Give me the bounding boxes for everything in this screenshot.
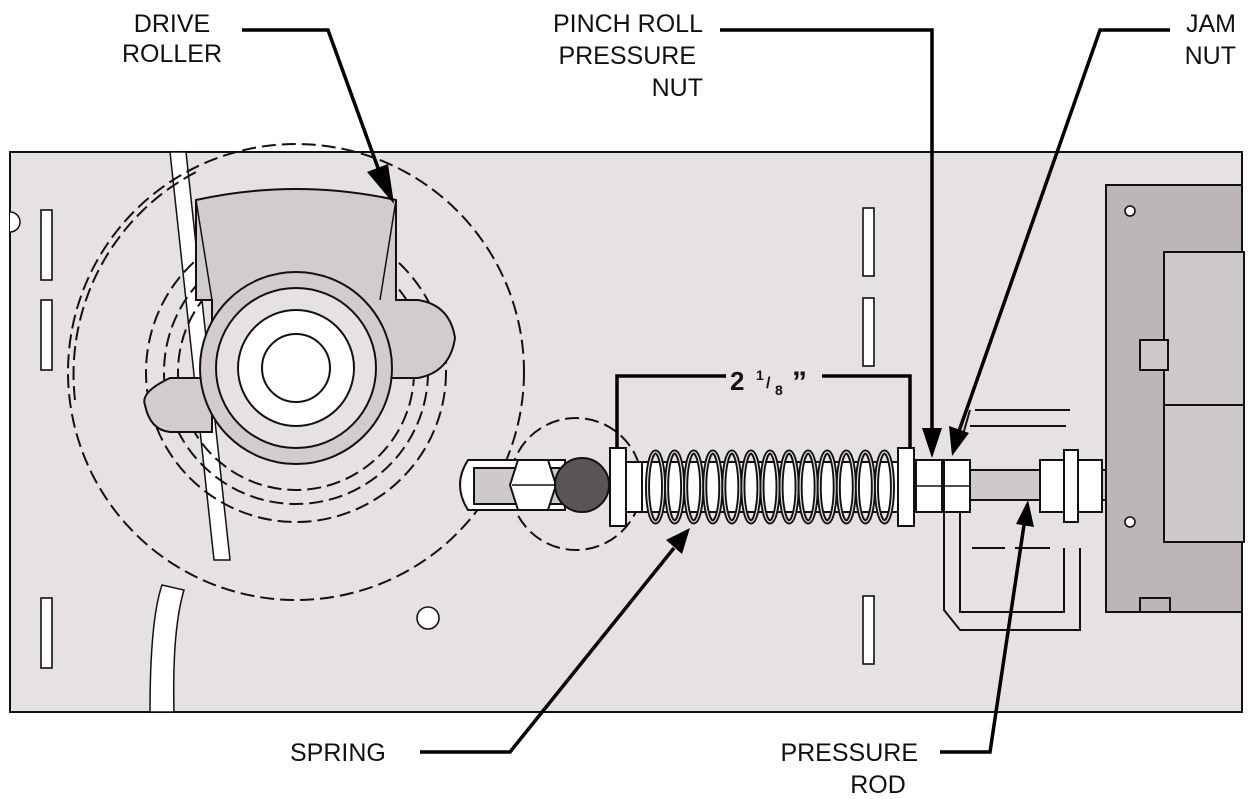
plate-edge-notch [9, 211, 21, 233]
spring-turn-highlight [875, 451, 894, 523]
spring-turn-highlight [837, 451, 855, 523]
label-jam-nut-1: JAM [1186, 10, 1236, 38]
spring-turn-highlight [723, 451, 741, 523]
dimension-unit: ” [792, 366, 807, 399]
spring-turn-highlight [761, 451, 779, 523]
slot [40, 209, 53, 281]
spring-washer-left [609, 447, 627, 527]
pinch-roller [459, 417, 643, 551]
spring-turn-highlight [704, 451, 722, 523]
label-pressure-rod-1: PRESSURE [780, 739, 918, 767]
label-pinch-roll-1: PINCH ROLL [553, 10, 703, 38]
spring-turn-highlight [666, 451, 684, 523]
slot [40, 597, 53, 669]
dimension-whole: 2 [730, 366, 744, 396]
svg-text:/: / [766, 375, 771, 392]
pinch-roll-pressure-nut [915, 459, 943, 513]
hex-nut [1077, 459, 1103, 513]
dimension-line: 2 1 / 8 ” [615, 366, 912, 448]
spring-turn-highlight [685, 451, 703, 523]
callout-labels: DRIVE ROLLER PINCH ROLL PRESSURE NUT JAM… [122, 10, 1236, 799]
bracket [943, 409, 1103, 631]
spring-turn-highlight [818, 451, 836, 523]
drive-roller [67, 143, 525, 601]
spring-washer-right [897, 447, 915, 527]
spring-turn-highlight [742, 451, 760, 523]
spring-assembly [609, 447, 915, 527]
spring-turn-highlight [856, 451, 874, 523]
jam-nut [943, 459, 971, 513]
hex-nut [1039, 459, 1065, 513]
mounting-hole [416, 606, 440, 630]
label-drive-roller-2: ROLLER [122, 40, 222, 68]
slot [862, 595, 875, 665]
spring-turn-highlight [799, 451, 817, 523]
dimension-denominator: 8 [775, 382, 783, 398]
label-pinch-roll-3: NUT [652, 74, 703, 102]
spring-coil [645, 449, 895, 525]
washer [1063, 449, 1079, 523]
label-spring: SPRING [290, 739, 386, 767]
plate-gap-curve [149, 584, 185, 713]
spring-turn-highlight [780, 451, 798, 523]
label-pressure-rod-2: ROD [850, 771, 906, 799]
mounting-slots [40, 207, 875, 669]
label-pinch-roll-2: PRESSURE [558, 42, 696, 70]
slot [862, 207, 875, 277]
dimension-numerator: 1 [756, 367, 764, 383]
label-drive-roller-1: DRIVE [134, 10, 210, 38]
spring-turn-highlight [646, 451, 665, 523]
slot [862, 297, 875, 367]
slot [40, 299, 53, 371]
motor-bracket [1105, 184, 1245, 613]
leader-lines [242, 28, 1170, 754]
label-jam-nut-2: NUT [1185, 42, 1236, 70]
